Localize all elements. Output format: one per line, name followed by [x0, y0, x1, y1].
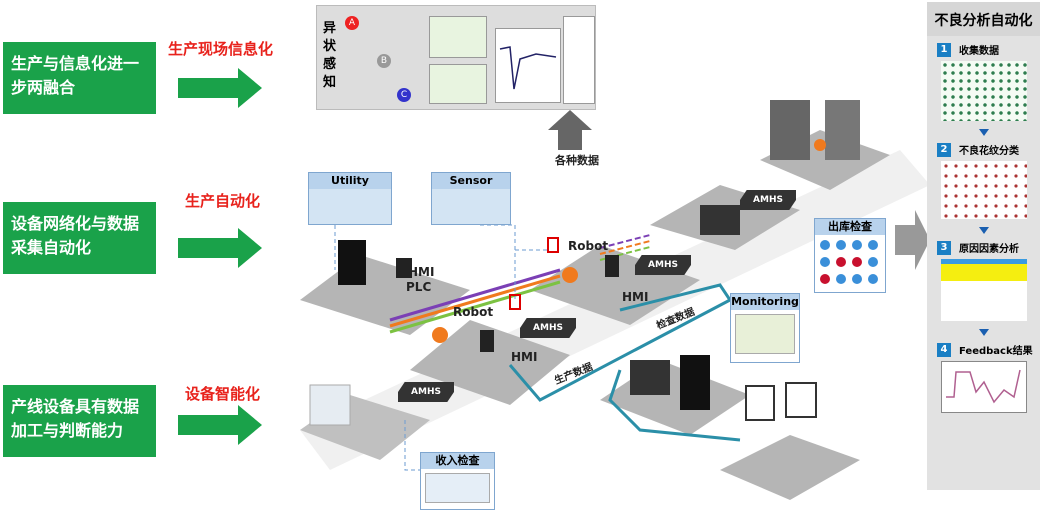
checklist-icon — [745, 385, 775, 421]
green-arrow-icon — [178, 228, 262, 268]
monitoring-panel: Monitoring — [730, 293, 800, 363]
platform-robot-2 — [530, 245, 700, 325]
anomaly-detection-panel: 异状感知 A B C — [316, 5, 596, 110]
circle-b: B — [377, 54, 391, 68]
plc-label: PLC — [406, 280, 432, 294]
hmi-label-3: HMI — [622, 290, 649, 304]
various-data-label: 各种数据 — [555, 154, 599, 167]
amhs-1: AMHS — [398, 382, 454, 402]
chart-thumb — [495, 28, 561, 103]
circle-a: A — [345, 16, 359, 30]
monitoring-title: Monitoring — [731, 294, 799, 310]
level-box-2: 设备网络化与数据采集自动化 — [3, 202, 156, 274]
scatter-thumb — [940, 61, 1027, 121]
amhs-3: AMHS — [635, 255, 691, 275]
utility-title: Utility — [309, 173, 391, 189]
level-box-3: 产线设备具有数据加工与判断能力 — [3, 385, 156, 457]
level-box-1: 生产与信息化进一步两融合 — [3, 42, 156, 114]
amhs-2: AMHS — [520, 318, 576, 338]
chart-thumb — [429, 64, 487, 104]
sensor-title: Sensor — [432, 173, 510, 189]
circle-c: C — [397, 88, 411, 102]
platform-server — [600, 360, 750, 435]
label-equipment-intelligence: 设备智能化 — [185, 385, 261, 403]
sidebar-title: 不良分析自动化 — [927, 2, 1040, 36]
amhs-4: AMHS — [740, 190, 796, 210]
down-arrow-icon — [978, 129, 989, 136]
chart-thumb — [429, 16, 487, 58]
feedback-chart-thumb — [940, 361, 1027, 413]
grid-check-icon — [785, 382, 817, 418]
platform-utility — [300, 255, 470, 335]
outbound-check-panel: 出库检查 — [814, 218, 886, 293]
down-arrow-icon — [978, 329, 989, 336]
anomaly-detection-label: 异状感知 — [323, 21, 337, 90]
down-arrow-icon — [978, 227, 989, 234]
utility-panel: Utility — [308, 172, 392, 225]
outbound-check-title: 出库检查 — [815, 219, 885, 235]
incoming-check-title: 收入检查 — [421, 453, 494, 469]
label-site-informatization: 生产现场信息化 — [168, 40, 274, 58]
green-arrow-icon — [178, 68, 262, 108]
pattern-thumb — [940, 161, 1027, 219]
hmi-label-1: HMI — [408, 265, 435, 279]
platform-analysis — [720, 435, 860, 500]
green-arrow-icon — [178, 405, 262, 445]
sensor-panel: Sensor — [431, 172, 511, 225]
label-production-automation: 生产自动化 — [185, 192, 261, 210]
robot-label-2: Robot — [568, 239, 609, 253]
chart-thumb — [563, 16, 595, 104]
robot-label-1: Robot — [453, 305, 494, 319]
incoming-check-panel: 收入检查 — [420, 452, 495, 510]
hmi-label-2: HMI — [511, 350, 538, 364]
dot-grid — [820, 240, 878, 284]
table-thumb — [940, 259, 1027, 321]
